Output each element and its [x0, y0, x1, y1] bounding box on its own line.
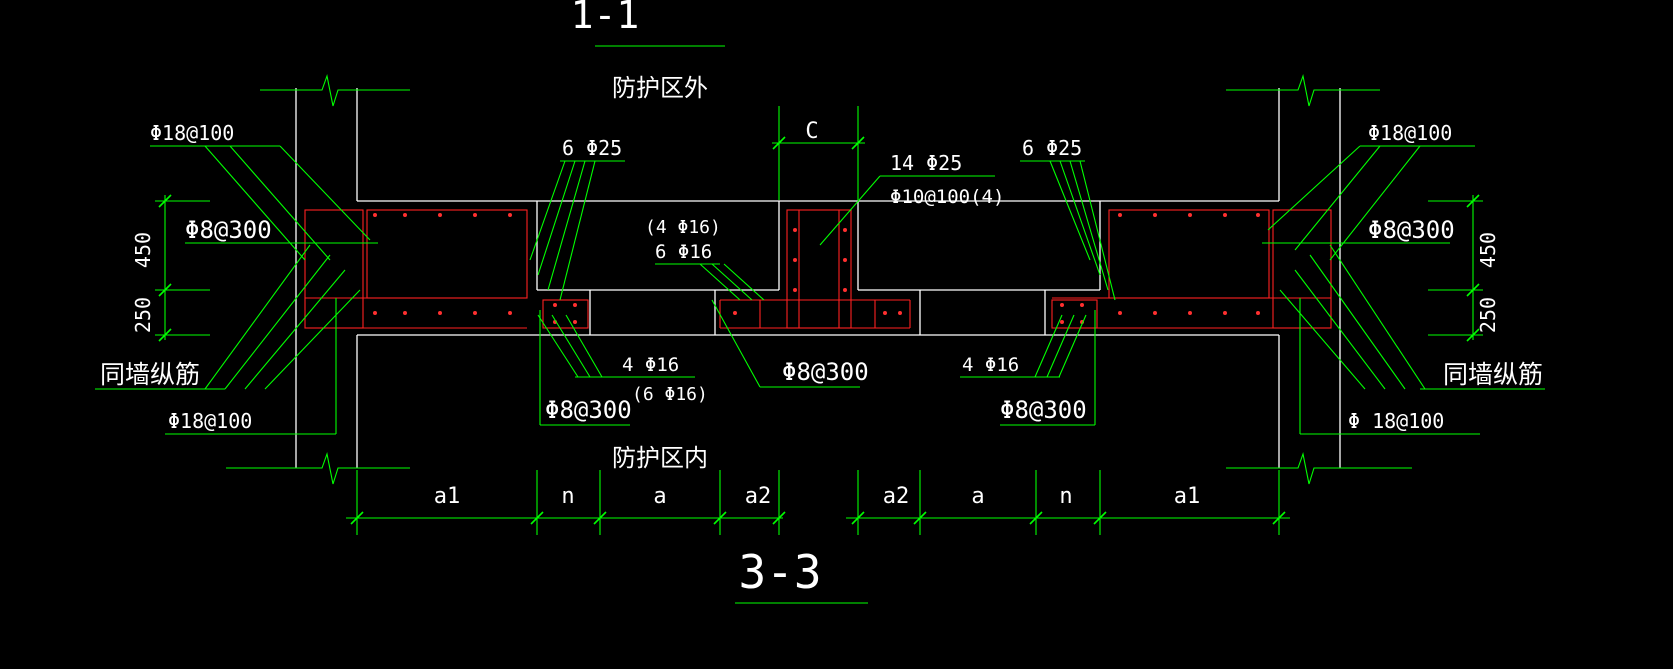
- section-title-3-3: 3-3: [738, 545, 821, 599]
- rebar-dot: [1188, 213, 1192, 217]
- left-6phi25-label: 6 Φ25: [562, 136, 622, 160]
- rebar-dot: [1188, 311, 1192, 315]
- rebar-dot: [403, 213, 407, 217]
- right-wall-bars-label: 同墙纵筋: [1443, 360, 1543, 389]
- dim-left-a: a: [653, 484, 666, 509]
- left-bottom-rebar-label: Φ18@100: [168, 409, 252, 433]
- rebar-dot: [473, 213, 477, 217]
- dimension-chain-left: [346, 470, 786, 535]
- mid-stirrup-label: Φ8@300: [782, 358, 869, 386]
- rebar-dot: [403, 311, 407, 315]
- dimension-vertical-left: [155, 194, 210, 342]
- rebar-dot: [473, 311, 477, 315]
- rebar-left: [304, 209, 589, 329]
- dim-left-a1: a1: [434, 484, 461, 509]
- left-6phi16-paren-label: (6 Φ16): [632, 384, 708, 405]
- rebar-dot: [793, 258, 797, 262]
- mid-6phi16-label: 6 Φ16: [655, 241, 712, 263]
- rebar-dot: [733, 311, 737, 315]
- dimension-chain-right: [846, 470, 1290, 535]
- right-bottom-rebar-label: Φ 18@100: [1348, 409, 1444, 433]
- dim-right-a2: a2: [883, 484, 910, 509]
- right-dim-250: 250: [1476, 297, 1500, 333]
- leader-lines: [95, 145, 1545, 435]
- rebar-dot: [1080, 303, 1084, 307]
- concrete-outline: [295, 88, 1341, 468]
- rebar-dot: [1223, 311, 1227, 315]
- right-top-rebar-label: Φ18@100: [1368, 121, 1452, 145]
- right-stirrup2-label: Φ8@300: [1000, 396, 1087, 424]
- right-4phi16-label: 4 Φ16: [962, 354, 1019, 376]
- dim-right-a: a: [971, 484, 984, 509]
- dimension-vertical-right: [1428, 194, 1483, 342]
- rebar-dot: [508, 213, 512, 217]
- rebar-dot: [793, 288, 797, 292]
- rebar-dot: [373, 213, 377, 217]
- rebar-dot: [793, 228, 797, 232]
- left-stirrup2-label: Φ8@300: [545, 396, 632, 424]
- dim-left-a2: a2: [745, 484, 772, 509]
- rebar-dot: [573, 320, 577, 324]
- c-label: C: [805, 119, 818, 144]
- rebar-dot: [1118, 213, 1122, 217]
- mid-14phi25-label: 14 Φ25: [890, 151, 962, 175]
- rebar-dot: [1060, 303, 1064, 307]
- section-title-1-1: 1-1: [571, 0, 640, 37]
- rebar-dot: [898, 311, 902, 315]
- right-6phi25-label: 6 Φ25: [1022, 136, 1082, 160]
- rebar-dots: [373, 213, 1260, 324]
- left-dim-450: 450: [131, 232, 155, 268]
- rebar-dot: [883, 311, 887, 315]
- break-lines: [226, 73, 1412, 485]
- rebar-dot: [508, 311, 512, 315]
- mid-4phi16-label: (4 Φ16): [645, 217, 721, 238]
- dimension-c: [772, 106, 865, 200]
- right-stirrup-label: Φ8@300: [1368, 216, 1455, 244]
- mid-phi10-label: Φ10@100(4): [890, 186, 1004, 208]
- rebar-dot: [1153, 311, 1157, 315]
- dim-right-a1: a1: [1174, 484, 1201, 509]
- zone-outside-label: 防护区外: [612, 74, 708, 102]
- zone-inside-label: 防护区内: [612, 444, 708, 472]
- rebar-dot: [1256, 213, 1260, 217]
- rebar-dot: [553, 303, 557, 307]
- rebar-dot: [373, 311, 377, 315]
- rebar-dot: [1153, 213, 1157, 217]
- rebar-dot: [438, 311, 442, 315]
- rebar-dot: [573, 303, 577, 307]
- right-dim-450: 450: [1476, 232, 1500, 268]
- left-top-rebar-label: Φ18@100: [150, 121, 234, 145]
- rebar-dot: [1223, 213, 1227, 217]
- rebar-dot: [843, 228, 847, 232]
- left-stirrup-label: Φ8@300: [185, 216, 272, 244]
- rebar-dot: [1060, 320, 1064, 324]
- rebar-right: [1051, 209, 1332, 329]
- left-4phi16-label: 4 Φ16: [622, 354, 679, 376]
- rebar-dot: [843, 258, 847, 262]
- rebar-dot: [843, 288, 847, 292]
- rebar-dot: [1118, 311, 1122, 315]
- rebar-dot: [438, 213, 442, 217]
- rebar-center: [719, 209, 911, 329]
- left-dim-250: 250: [131, 297, 155, 333]
- left-wall-bars-label: 同墙纵筋: [100, 360, 200, 389]
- dim-right-n: n: [1059, 484, 1072, 509]
- dim-left-n: n: [561, 484, 574, 509]
- rebar-dot: [1256, 311, 1260, 315]
